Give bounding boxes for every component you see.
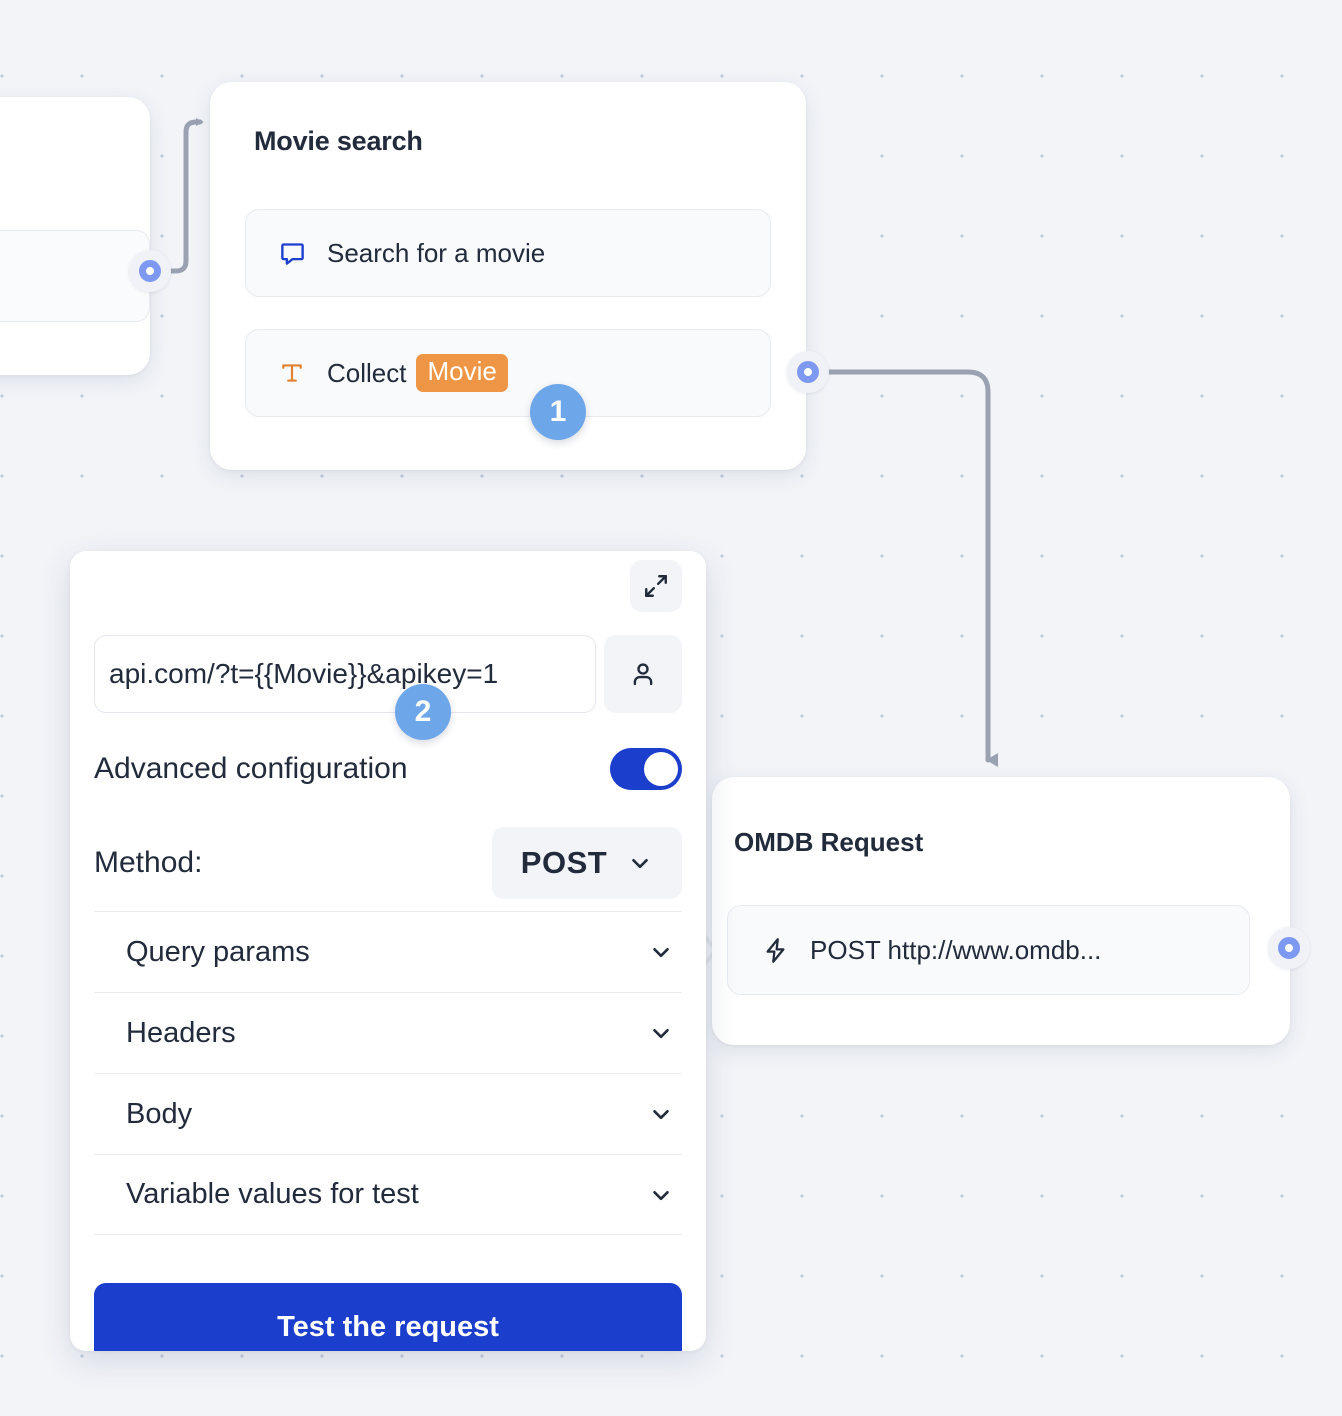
node-omdb-request[interactable]: OMDB Request POST http://www.omdb... [712,777,1290,1045]
request-sections-accordion: Query params Headers Body [94,911,682,1235]
message-square-icon [277,238,307,268]
accordion-item-variable-values-for-test[interactable]: Variable values for test [94,1154,682,1235]
node-row-post-request[interactable]: POST http://www.omdb... [727,905,1250,995]
accordion-label: Query params [126,935,310,968]
advanced-configuration-label: Advanced configuration [94,752,408,785]
edge-partial-to-movie [167,118,204,274]
method-selected-value: POST [520,845,608,880]
user-icon [628,659,658,689]
connection-handle-omdb-output[interactable] [1268,927,1310,969]
chevron-down-icon [648,939,674,965]
variable-chip[interactable]: Movie [416,354,508,392]
chevron-down-icon [627,850,653,876]
connection-handle-partial-output[interactable] [129,250,171,292]
accordion-label: Headers [126,1016,236,1049]
expand-panel-button[interactable] [630,560,682,612]
node-partial-left[interactable] [0,97,150,375]
test-the-request-button[interactable]: Test the request [94,1283,682,1351]
connection-handle-movie-output[interactable] [787,351,829,393]
auth-user-button[interactable] [604,635,682,713]
text-t-icon [277,358,307,388]
advanced-configuration-row: Advanced configuration [94,739,682,799]
node-row-collect-movie[interactable]: Collect Movie [245,329,771,417]
step-badge-2: 2 [395,684,451,740]
node-row-label: POST http://www.omdb... [810,934,1102,965]
partial-node-row[interactable] [0,230,150,322]
method-select[interactable]: POST [492,827,682,899]
node-row-search-for-a-movie[interactable]: Search for a movie [245,209,771,297]
node-title: Movie search [254,126,423,156]
url-row [94,635,682,713]
method-label: Method: [94,846,203,879]
chevron-down-icon [648,1020,674,1046]
advanced-configuration-toggle[interactable] [610,748,682,790]
node-row-label: Collect [327,357,407,388]
http-request-config-panel[interactable]: Advanced configuration Method: POST Quer… [70,551,706,1351]
accordion-item-body[interactable]: Body [94,1073,682,1154]
step-badge-1: 1 [530,384,586,440]
request-url-input[interactable] [94,635,596,713]
chevron-down-icon [648,1182,674,1208]
node-row-label: Search for a movie [327,237,546,268]
method-row: Method: POST [94,827,682,899]
accordion-label: Variable values for test [126,1178,419,1210]
expand-arrows-icon [643,573,669,599]
accordion-item-query-params[interactable]: Query params [94,911,682,992]
node-movie-search[interactable]: Movie search Search for a movie Collect [210,82,806,470]
accordion-label: Body [126,1097,193,1130]
edge-movie-to-omdb [825,369,998,767]
lightning-bolt-icon [760,935,790,965]
node-title: OMDB Request [734,827,924,857]
chevron-down-icon [648,1101,674,1127]
accordion-item-headers[interactable]: Headers [94,992,682,1073]
